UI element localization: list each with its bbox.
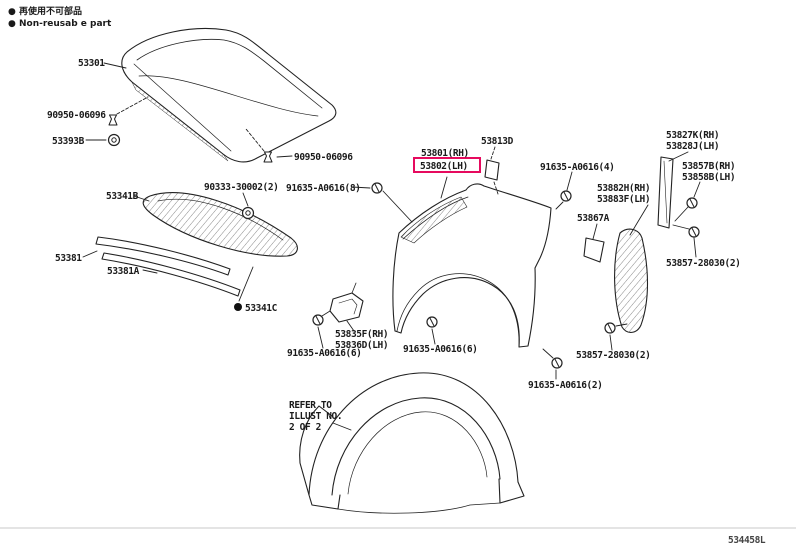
bolt-icon-91635-a0616-8 bbox=[371, 182, 383, 194]
part-label-53381[interactable]: 53381 bbox=[55, 253, 83, 264]
part-label-91635-a0616-6a[interactable]: 91635-A0616(6) bbox=[287, 348, 362, 359]
clip-icon-53393b bbox=[107, 133, 121, 147]
bracket-53813d-drawing bbox=[485, 160, 499, 180]
part-label-53813d[interactable]: 53813D bbox=[481, 136, 514, 147]
hood-panel-drawing bbox=[122, 29, 336, 162]
non-reusable-dot bbox=[234, 303, 242, 311]
cowl-seal-drawing bbox=[96, 237, 240, 296]
part-label-91635-a0616-6b[interactable]: 91635-A0616(6) bbox=[403, 344, 478, 355]
part-label-90950-06096-a[interactable]: 90950-06096 bbox=[47, 110, 107, 121]
retainer-53827k-drawing bbox=[658, 157, 673, 228]
bracket-53867a-drawing bbox=[584, 238, 604, 262]
part-label-53857-28030-a[interactable]: 53857-28030(2) bbox=[666, 258, 741, 269]
hood-insulator-drawing bbox=[143, 193, 297, 256]
bolt-icon-53857b bbox=[686, 197, 698, 209]
part-label-53827k-rh[interactable]: 53827K(RH) bbox=[666, 130, 720, 141]
selected-part-highlight-box bbox=[413, 157, 481, 173]
legend: ● 再使用不可部品 ● Non-reusab e part bbox=[8, 5, 112, 29]
bolt-icon-53857-28030-b bbox=[604, 322, 616, 334]
clip-icon-90950-06096-a bbox=[108, 114, 118, 126]
bolt-icon-91635-a0616-6b bbox=[426, 316, 438, 328]
part-label-91635-a0616-2[interactable]: 91635-A0616(2) bbox=[528, 380, 603, 391]
diagram-id: 534458L bbox=[728, 535, 766, 546]
legend-line-2: ● Non-reusab e part bbox=[8, 19, 112, 29]
leader-lines bbox=[83, 63, 700, 430]
part-label-53857-28030-b[interactable]: 53857-28030(2) bbox=[576, 350, 651, 361]
refer-note-line-3: 2 OF 2 bbox=[289, 422, 321, 433]
part-label-53301[interactable]: 53301 bbox=[78, 58, 106, 69]
part-label-53867a[interactable]: 53867A bbox=[577, 213, 610, 224]
part-label-53341c[interactable]: 53341C bbox=[245, 303, 278, 314]
part-label-90950-06096-b[interactable]: 90950-06096 bbox=[294, 152, 354, 163]
bolt-icon-91635-a0616-4 bbox=[560, 190, 572, 202]
part-label-53857b-rh[interactable]: 53857B(RH) bbox=[682, 161, 736, 172]
part-label-53802-lh[interactable]: 53802(LH) bbox=[420, 161, 468, 172]
refer-note-line-1: REFER TO bbox=[289, 400, 332, 411]
part-label-53835f-rh[interactable]: 53835F(RH) bbox=[335, 329, 389, 340]
grommet-icon-90333-30002 bbox=[241, 206, 255, 220]
part-label-53858b-lh[interactable]: 53858B(LH) bbox=[682, 172, 736, 183]
fender-panel-drawing bbox=[393, 184, 551, 347]
part-label-91635-a0616-4[interactable]: 91635-A0616(4) bbox=[540, 162, 615, 173]
part-label-53393b[interactable]: 53393B bbox=[52, 136, 85, 147]
part-label-53882h-rh[interactable]: 53882H(RH) bbox=[597, 183, 651, 194]
part-label-91635-a0616-8[interactable]: 91635-A0616(8) bbox=[286, 183, 361, 194]
bracket-53835f-drawing bbox=[322, 283, 363, 322]
part-labels: 53301 90950-06096 53393B 90950-06096 533… bbox=[47, 58, 741, 391]
fender-liner-drawing bbox=[300, 373, 524, 513]
bolt-icon-91635-a0616-6a bbox=[312, 314, 324, 326]
refer-note-line-2: ILLUST NO. bbox=[289, 411, 342, 422]
part-label-53828j-lh[interactable]: 53828J(LH) bbox=[666, 141, 720, 152]
brace-53882h-drawing bbox=[615, 229, 648, 332]
legend-line-1: ● 再使用不可部品 bbox=[8, 5, 82, 17]
bolt-icon-91635-a0616-2 bbox=[551, 357, 563, 369]
part-label-53381a[interactable]: 53381A bbox=[107, 266, 140, 277]
part-label-53801-rh[interactable]: 53801(RH) bbox=[421, 148, 469, 159]
part-label-53883f-lh[interactable]: 53883F(LH) bbox=[597, 194, 651, 205]
part-label-90333-30002[interactable]: 90333-30002(2) bbox=[204, 182, 279, 193]
clip-icon-90950-06096-b bbox=[263, 151, 273, 163]
refer-note: REFER TO ILLUST NO. 2 OF 2 bbox=[289, 400, 343, 433]
part-label-53836d-lh[interactable]: 53836D(LH) bbox=[335, 340, 389, 351]
bolt-icon-53857-28030-a bbox=[688, 226, 700, 238]
part-label-53341b[interactable]: 53341B bbox=[106, 191, 139, 202]
